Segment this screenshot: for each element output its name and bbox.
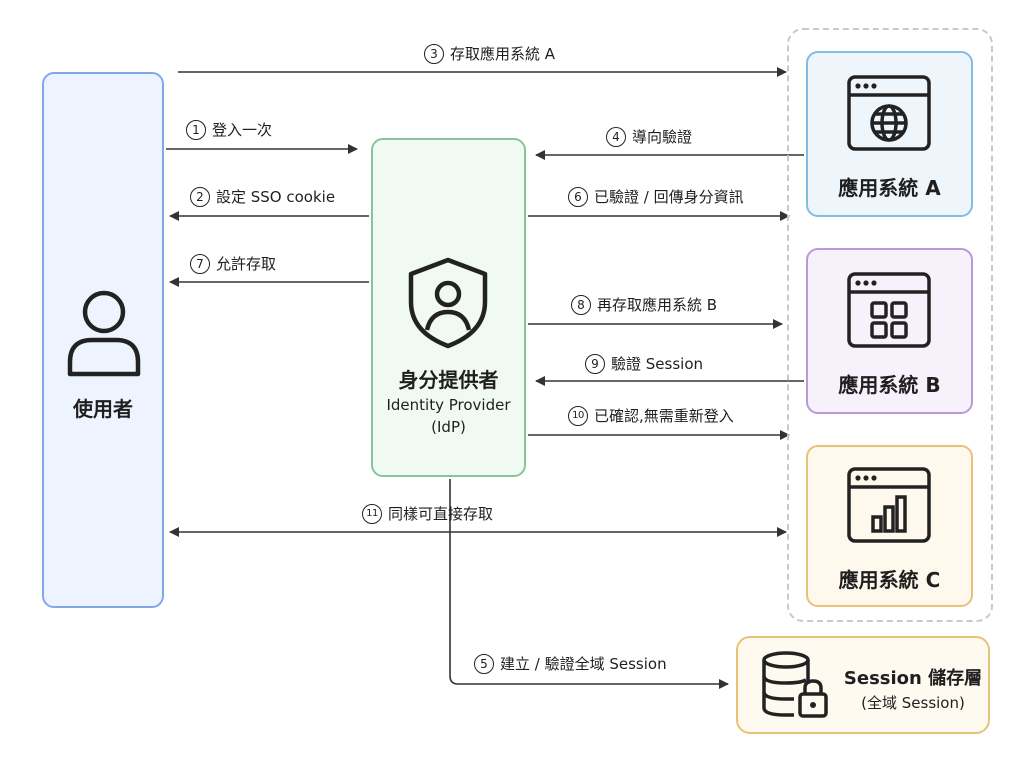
edge-6-text: 已驗證 / 回傳身分資訊 — [594, 188, 744, 206]
edge-9-label: 9 驗證 Session — [585, 354, 703, 374]
system-a-label: 應用系統 A — [838, 176, 941, 200]
edge-11-text: 同樣可直接存取 — [388, 505, 494, 523]
edge-8-text: 再存取應用系統 B — [597, 296, 718, 314]
edge-9-text: 驗證 Session — [611, 355, 703, 373]
edge-8-label: 8 再存取應用系統 B — [571, 295, 717, 315]
edge-5-label: 5 建立 / 驗證全域 Session — [474, 654, 667, 674]
edge-7-text: 允許存取 — [216, 255, 277, 273]
edge-6-label: 6 已驗證 / 回傳身分資訊 — [568, 187, 744, 207]
edge-5-number: 5 — [474, 654, 494, 674]
edge-4-number: 4 — [606, 127, 626, 147]
system-c-node — [806, 445, 973, 607]
edge-10-number: 10 — [568, 406, 588, 426]
edge-5-line — [449, 479, 729, 689]
app-systems-group — [787, 28, 993, 622]
edge-1-text: 登入一次 — [212, 121, 273, 139]
edge-8-number: 8 — [571, 295, 591, 315]
edge-7-number: 7 — [190, 254, 210, 274]
edge-2-text: 設定 SSO cookie — [216, 188, 336, 206]
system-a-node — [806, 51, 973, 217]
idp-sub2: (IdP) — [431, 418, 466, 436]
globe-browser-icon — [847, 75, 931, 151]
session-store-sub: (全域 Session) — [861, 694, 965, 712]
edge-2-number: 2 — [190, 187, 210, 207]
edge-10-text: 已確認,無需重新登入 — [594, 407, 734, 425]
session-store-label: Session 儲存層 — [843, 668, 983, 689]
shield-user-icon — [408, 257, 488, 349]
user-label: 使用者 — [73, 397, 133, 421]
edge-1-label: 1 登入一次 — [186, 120, 272, 140]
database-lock-icon — [762, 651, 828, 718]
edge-5-text: 建立 / 驗證全域 Session — [500, 655, 667, 673]
edge-3-text: 存取應用系統 A — [450, 45, 556, 63]
system-c-label: 應用系統 C — [838, 568, 941, 592]
bar-chart-browser-icon — [847, 467, 931, 543]
edge-4-text: 導向驗證 — [632, 128, 693, 146]
idp-node — [371, 138, 526, 477]
edge-10-label: 10 已確認,無需重新登入 — [568, 406, 734, 426]
idp-sub1: Identity Provider — [386, 396, 511, 414]
system-b-label: 應用系統 B — [838, 373, 941, 397]
edge-4-label: 4 導向驗證 — [606, 127, 692, 147]
edge-3-label: 3 存取應用系統 A — [424, 44, 555, 64]
edge-9-number: 9 — [585, 354, 605, 374]
edge-1-number: 1 — [186, 120, 206, 140]
grid-browser-icon — [847, 272, 931, 348]
edge-6-number: 6 — [568, 187, 588, 207]
edge-3-number: 3 — [424, 44, 444, 64]
edge-11-label: 11 同樣可直接存取 — [362, 504, 493, 524]
person-icon — [67, 290, 141, 377]
idp-label: 身分提供者 — [398, 368, 499, 392]
edge-7-label: 7 允許存取 — [190, 254, 276, 274]
edge-2-label: 2 設定 SSO cookie — [190, 187, 335, 207]
edge-11-number: 11 — [362, 504, 382, 524]
